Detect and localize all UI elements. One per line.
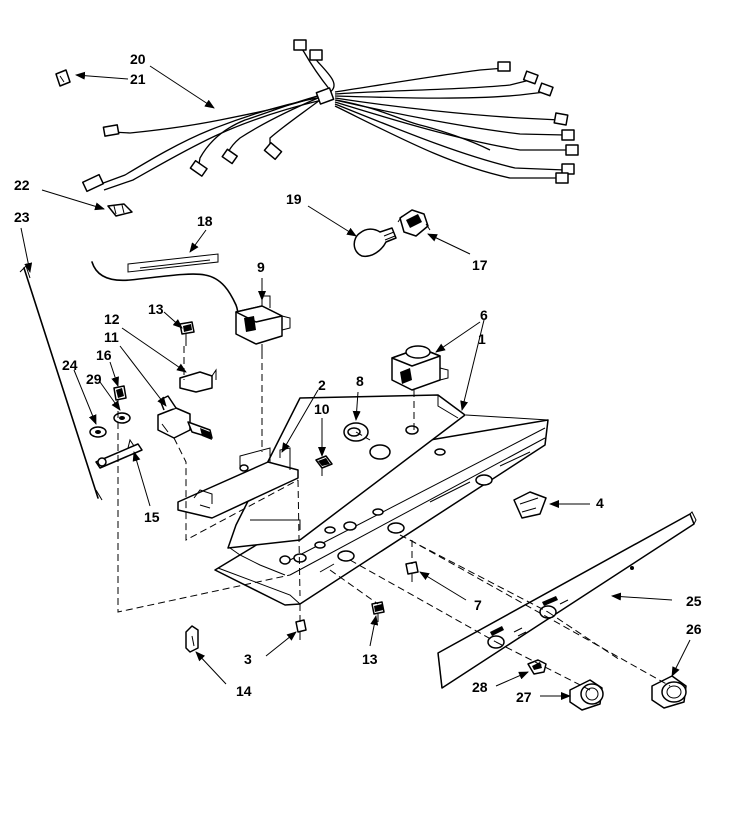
- callout-11: 11: [104, 329, 119, 345]
- leader-arrows: [20, 65, 691, 700]
- callout-14: 14: [236, 683, 252, 699]
- callout-27: 27: [516, 689, 532, 705]
- callout-28: 28: [472, 679, 488, 695]
- screw-part-7: [405, 561, 419, 582]
- nut-part-16: [113, 385, 127, 401]
- light-bulb-part-19: [353, 227, 397, 258]
- callout-29: 29: [86, 371, 102, 387]
- callout-13-lower: 13: [362, 651, 378, 667]
- callout-17: 17: [472, 257, 488, 273]
- callout-9: 9: [257, 259, 265, 275]
- callout-7: 7: [474, 597, 482, 613]
- washer-part-29: [113, 412, 131, 424]
- link-part-15: [95, 438, 143, 469]
- callout-24: 24: [62, 357, 78, 373]
- insert-part-28: [527, 659, 547, 675]
- damper-control-part-6: [391, 345, 449, 391]
- callout-18: 18: [197, 213, 213, 229]
- thermostat-part-11: [157, 395, 213, 440]
- callout-labels: 1 2 3 4 6 7 8 9 10 11 12 13 13 14 15 16 …: [14, 51, 702, 705]
- callout-23: 23: [14, 209, 30, 225]
- callout-25: 25: [686, 593, 702, 609]
- control-bracket-part-2: [177, 447, 299, 519]
- harness-clip-part-21: [55, 69, 71, 87]
- knob-part-27: [569, 679, 604, 711]
- callout-22: 22: [14, 177, 30, 193]
- callout-16: 16: [96, 347, 112, 363]
- assembly-lines: [117, 346, 671, 691]
- callout-13-upper: 13: [148, 301, 164, 317]
- washer-part-24: [89, 426, 107, 438]
- screw-part-10: [315, 455, 333, 476]
- callout-2: 2: [318, 377, 326, 393]
- clip-part-14: [185, 625, 199, 653]
- callout-21: 21: [130, 71, 146, 87]
- callout-1: 1: [478, 331, 486, 347]
- callout-10: 10: [314, 401, 330, 417]
- screw-part-13-upper: [179, 321, 195, 346]
- callout-19: 19: [286, 191, 302, 207]
- callout-20: 20: [130, 51, 146, 67]
- callout-6: 6: [480, 307, 488, 323]
- callout-3: 3: [244, 651, 252, 667]
- switch-part-9: [235, 295, 291, 352]
- clip-part-4: [513, 491, 547, 519]
- knob-part-26: [651, 675, 687, 709]
- callout-12: 12: [104, 311, 120, 327]
- callout-4: 4: [596, 495, 604, 511]
- screw-part-3: [295, 619, 307, 640]
- screw-part-13-lower: [371, 601, 385, 622]
- grommet-part-8: [343, 422, 369, 442]
- wire-harness: [81, 39, 579, 193]
- bracket-part-12: [179, 368, 217, 393]
- control-housing-part-1: [214, 394, 549, 606]
- callout-15: 15: [144, 509, 160, 525]
- callout-8: 8: [356, 373, 364, 389]
- callout-26: 26: [686, 621, 702, 637]
- wire-clip-part-22: [107, 203, 133, 217]
- lamp-socket-part-17: [397, 209, 431, 237]
